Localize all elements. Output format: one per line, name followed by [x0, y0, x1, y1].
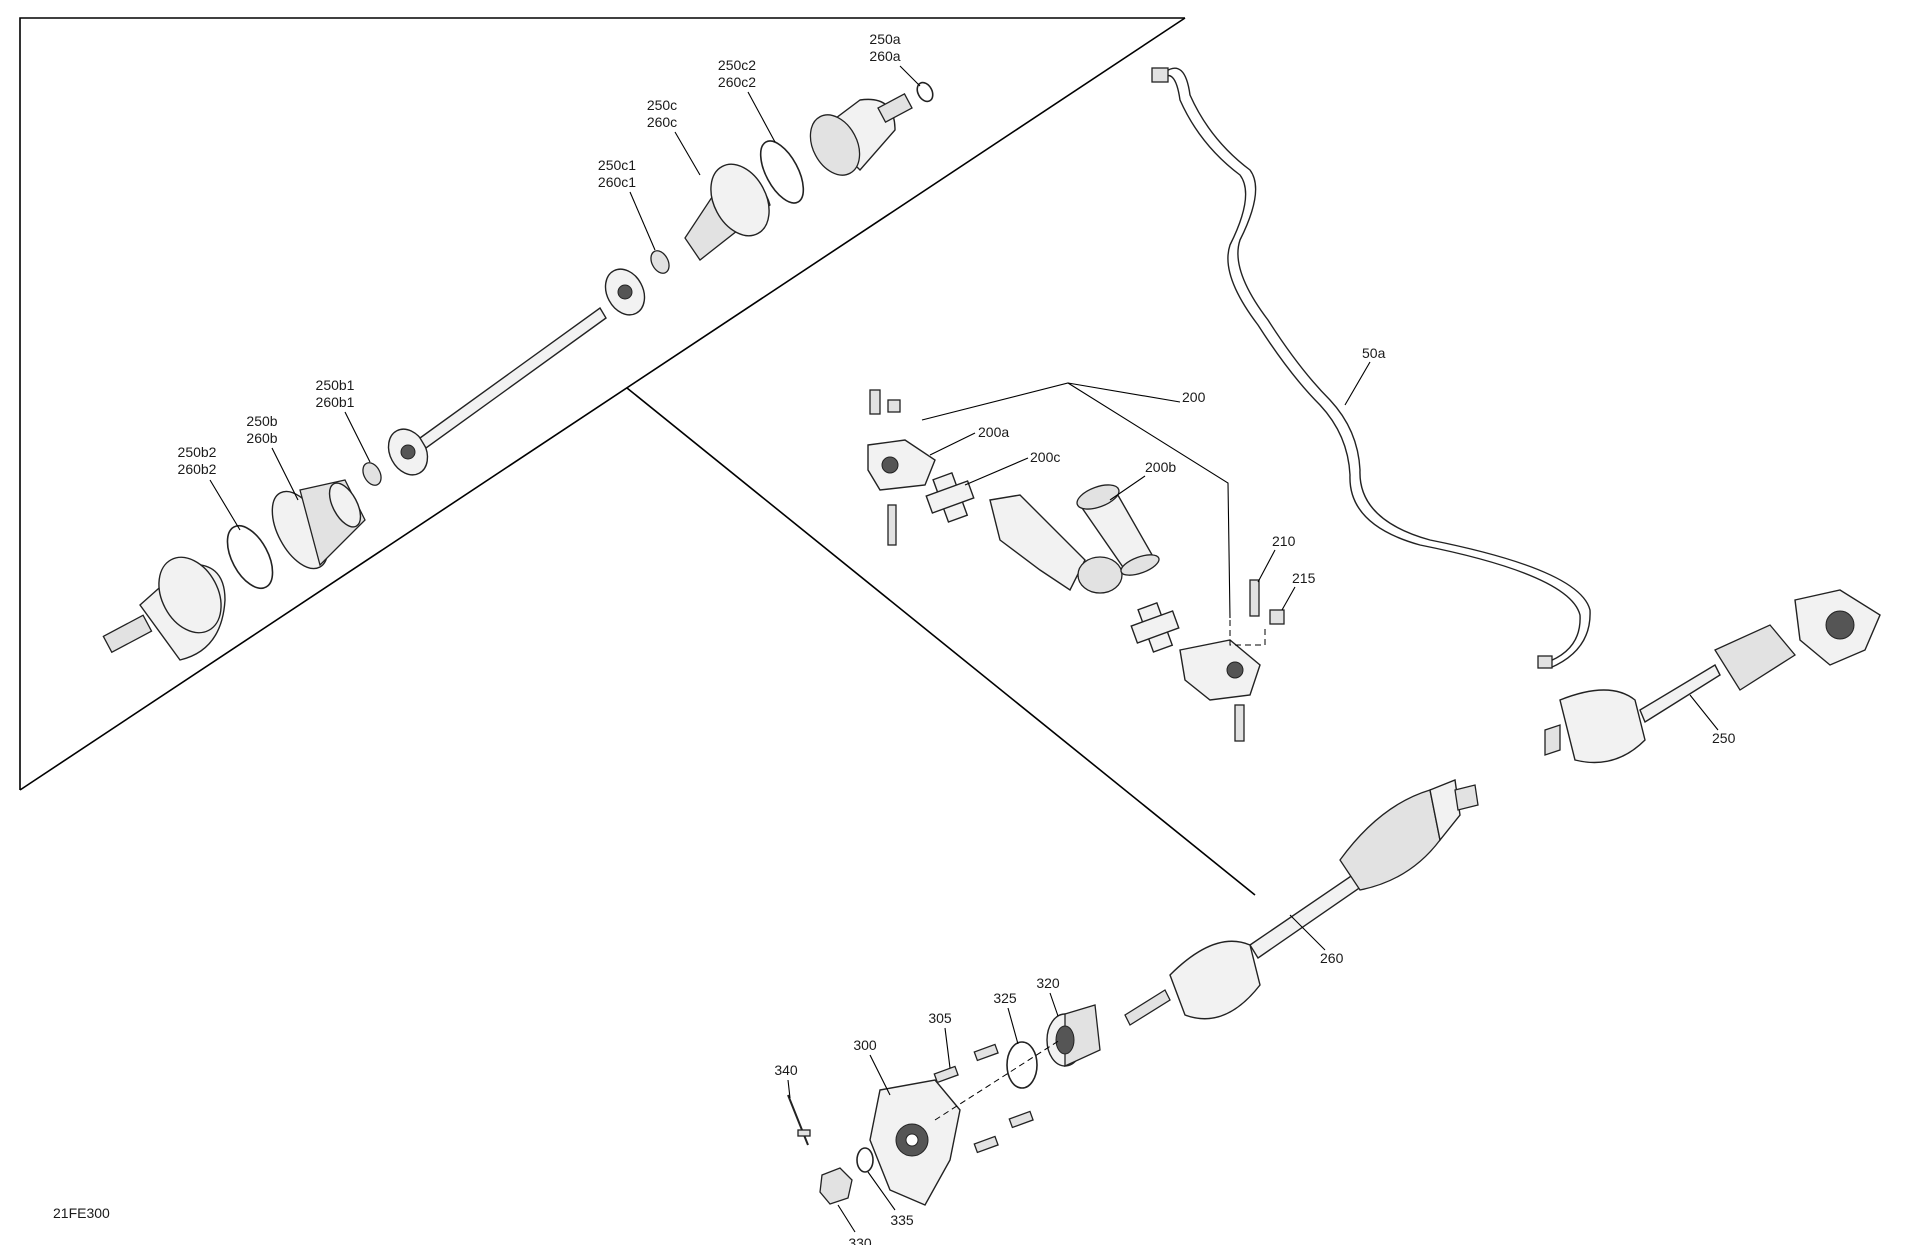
svg-text:260b2: 260b2: [178, 461, 217, 477]
svg-text:305: 305: [928, 1010, 952, 1026]
svg-text:50a: 50a: [1362, 345, 1386, 361]
boot-200b: [1076, 484, 1160, 576]
svg-text:300: 300: [853, 1037, 877, 1053]
label-300: 300: [853, 1037, 891, 1096]
svg-text:250c2: 250c2: [718, 57, 756, 73]
label-320: 320: [1036, 975, 1060, 1017]
boot-250c: [684, 163, 771, 261]
circlip-250a: [916, 81, 934, 103]
bearing-320: [1046, 1004, 1101, 1068]
clamp-ring-250b2: [226, 525, 274, 589]
label-250b2: 250b2 260b2: [178, 444, 241, 531]
outer-cv-housing: [809, 93, 913, 176]
label-340: 340: [774, 1062, 798, 1099]
svg-text:250: 250: [1712, 730, 1736, 746]
shaft-bar: [419, 306, 607, 450]
svg-text:260a: 260a: [869, 48, 900, 64]
yoke-lower: [1179, 579, 1285, 742]
outer-cv-stub: [102, 556, 226, 661]
label-200c: 200c: [964, 449, 1060, 486]
label-200b: 200b: [1109, 459, 1176, 501]
drive-shaft-exploded: [102, 81, 934, 661]
svg-text:250b1: 250b1: [316, 377, 355, 393]
inner-joint-lower: [387, 428, 429, 476]
svg-text:215: 215: [1292, 570, 1316, 586]
svg-text:260: 260: [1320, 950, 1344, 966]
yoke-200a: [867, 389, 936, 546]
svg-text:250c: 250c: [647, 97, 677, 113]
svg-text:260b1: 260b1: [316, 394, 355, 410]
svg-text:340: 340: [774, 1062, 798, 1078]
label-260: 260: [1289, 914, 1344, 966]
boot-250b: [271, 479, 366, 570]
svg-text:325: 325: [993, 990, 1017, 1006]
shaft-assembly-260: [1124, 779, 1479, 1026]
u-joint-cross-upper: [925, 472, 975, 523]
label-210: 210: [1257, 533, 1296, 583]
detail-frame-diagonal: [19, 17, 1186, 791]
svg-text:200b: 200b: [1145, 459, 1176, 475]
clamp-250b1: [362, 462, 382, 486]
svg-text:200: 200: [1182, 389, 1206, 405]
clamp-250c1: [650, 250, 670, 274]
label-250c2: 250c2 260c2: [718, 57, 776, 143]
svg-text:260b: 260b: [246, 430, 277, 446]
middle-yoke-shaft: [989, 494, 1123, 594]
label-215: 215: [1281, 570, 1316, 611]
svg-text:335: 335: [890, 1212, 914, 1228]
washer-335: [856, 1147, 874, 1173]
label-335: 335: [867, 1171, 914, 1228]
label-50a: 50a: [1344, 345, 1386, 406]
figure-code: 21FE300: [53, 1205, 110, 1221]
circlip-325: [1006, 1041, 1038, 1089]
svg-text:250b2: 250b2: [178, 444, 217, 460]
label-250a: 250a 260a: [869, 31, 921, 87]
u-joint-cross-lower: [1130, 602, 1180, 653]
svg-text:200c: 200c: [1030, 449, 1060, 465]
label-200a: 200a: [929, 424, 1009, 456]
svg-text:210: 210: [1272, 533, 1296, 549]
studs-305: [933, 1043, 1034, 1154]
svg-text:250b: 250b: [246, 413, 277, 429]
svg-text:320: 320: [1036, 975, 1060, 991]
label-330: 330: [837, 1204, 872, 1245]
inner-joint-upper: [604, 268, 646, 316]
label-305: 305: [928, 1010, 952, 1069]
label-250c: 250c 260c: [647, 97, 701, 176]
tube-50a: [1151, 67, 1591, 669]
label-250: 250: [1689, 694, 1736, 746]
propeller-shaft-assembly: [867, 389, 1285, 742]
cotter-pin-340: [787, 1094, 811, 1146]
shaft-assembly-250: [1544, 589, 1881, 764]
detail-frame: [19, 17, 1185, 790]
svg-text:200a: 200a: [978, 424, 1009, 440]
svg-text:330: 330: [848, 1235, 872, 1245]
svg-text:260c: 260c: [647, 114, 677, 130]
svg-text:260c1: 260c1: [598, 174, 636, 190]
label-250c1: 250c1 260c1: [598, 157, 656, 251]
detail-frame-pointer: [626, 387, 1256, 896]
label-200: 200: [921, 382, 1231, 619]
label-325: 325: [993, 990, 1019, 1045]
svg-text:260c2: 260c2: [718, 74, 756, 90]
hub-300: [869, 1079, 961, 1206]
nut-330: [819, 1167, 853, 1205]
svg-text:250a: 250a: [869, 31, 900, 47]
label-250b: 250b 260b: [246, 413, 299, 501]
clamp-ring-250c2: [759, 140, 805, 204]
label-250b1: 250b1 260b1: [316, 377, 371, 463]
svg-text:250c1: 250c1: [598, 157, 636, 173]
